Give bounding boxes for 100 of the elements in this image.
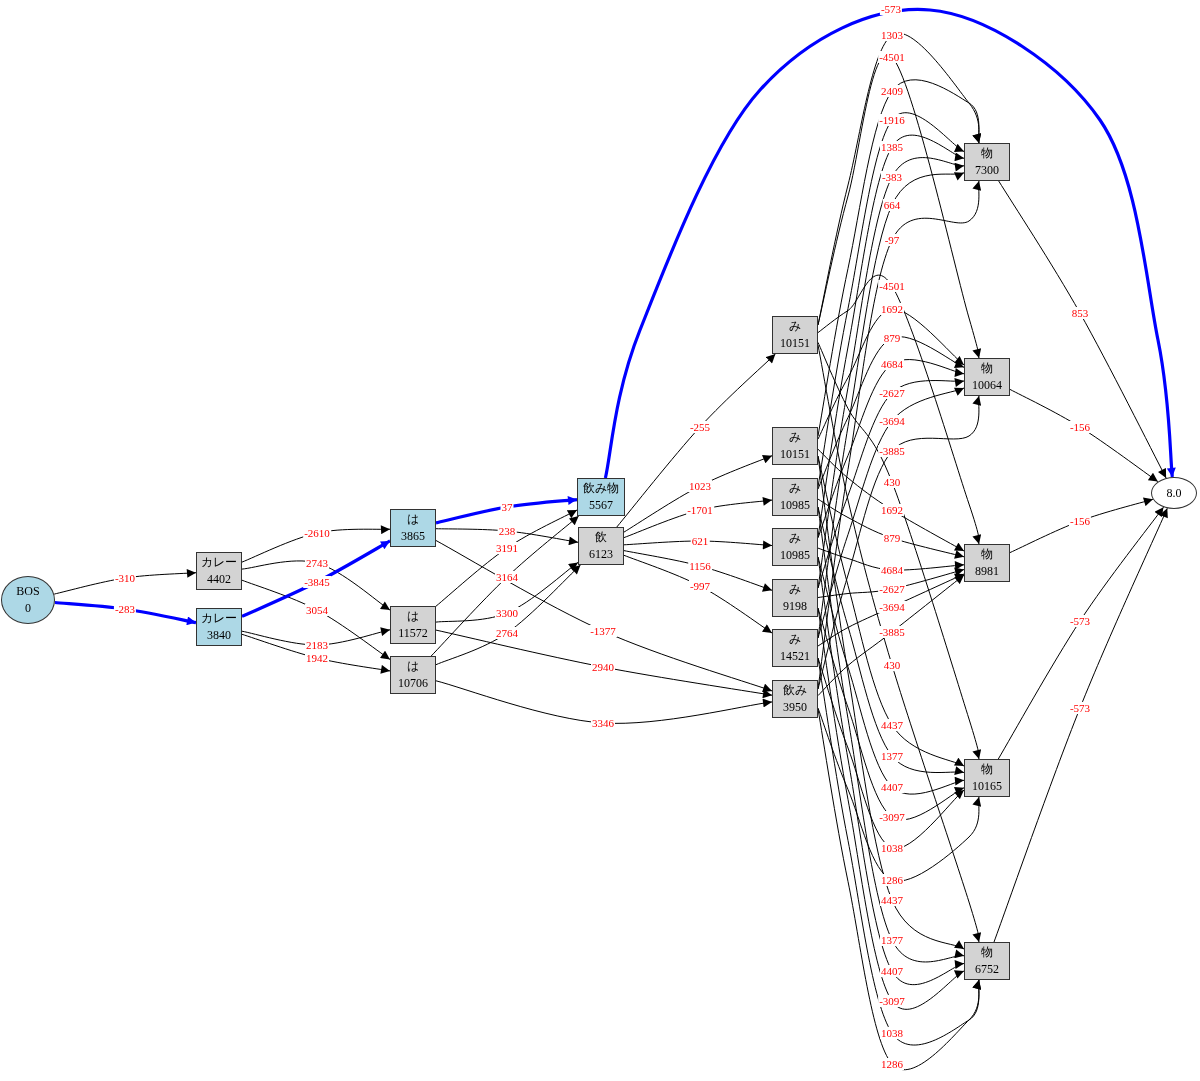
lattice-node: [390, 656, 436, 694]
arrow: [435, 540, 773, 693]
node-cost: 10151: [780, 446, 810, 463]
lattice-node: [578, 527, 624, 565]
edge-label: -1916: [878, 114, 906, 126]
edge-label: -3885: [878, 445, 906, 457]
arrow: [241, 633, 391, 674]
arrow: [241, 627, 391, 646]
arrow: [435, 509, 578, 607]
lattice-node: [964, 942, 1010, 980]
arrow: [616, 353, 776, 528]
node-word: み: [789, 480, 801, 497]
edge-label: -156: [1068, 421, 1092, 433]
node-cost: 10165: [972, 778, 1002, 795]
edge-label: -97: [883, 234, 901, 246]
lattice-node: [964, 143, 1010, 181]
edge-label: 4437: [880, 894, 904, 906]
arrow: [817, 336, 965, 490]
edge-label: 4684: [880, 564, 904, 576]
node-word: 物: [981, 944, 993, 961]
edge-label: 4407: [880, 781, 904, 793]
edge-label: 4684: [880, 358, 904, 370]
arrow: [998, 180, 1167, 479]
lattice-node: [772, 680, 818, 718]
edge-label: 1692: [880, 504, 904, 516]
edge-label: 1156: [688, 560, 712, 572]
arrow: [817, 341, 982, 760]
arrow: [435, 496, 578, 525]
edge-label: 3164: [495, 571, 519, 583]
edge-label: 1377: [880, 934, 904, 946]
node-cost: 6123: [589, 546, 613, 563]
arrow: [430, 515, 580, 657]
arrow: [241, 579, 391, 660]
node-cost: 6752: [975, 961, 999, 978]
node-cost: 10064: [972, 377, 1002, 394]
edge-label: 2183: [305, 639, 329, 651]
edge-label: 1385: [880, 141, 904, 153]
node-word: 物: [981, 145, 993, 162]
node-cost: 10151: [780, 335, 810, 352]
edge-label: 1692: [880, 303, 904, 315]
arrow: [817, 448, 965, 552]
edge-label: 430: [882, 476, 902, 488]
edge-label: -997: [688, 580, 712, 592]
edge-label: 2940: [591, 661, 615, 673]
node-word: は: [407, 658, 419, 675]
arrow: [1009, 388, 1159, 483]
edge-label: 2409: [880, 85, 904, 97]
edge-label: 4437: [880, 719, 904, 731]
edge-label: 1377: [880, 750, 904, 762]
arrow: [435, 680, 773, 724]
edge-label: 1942: [305, 652, 329, 664]
arrow: [817, 707, 983, 882]
edge-label: 1038: [880, 1027, 904, 1039]
arrow: [817, 547, 965, 571]
lattice-node: [390, 509, 436, 547]
node-word: 飲: [595, 529, 607, 546]
node-cost: 11572: [398, 625, 428, 642]
edge-label: -3097: [878, 995, 906, 1007]
edge-label: 3300: [495, 607, 519, 619]
edge-label: 3346: [591, 717, 615, 729]
edge-label: -2610: [303, 527, 331, 539]
node-cost: 8981: [975, 563, 999, 580]
node-cost: 8.0: [1166, 484, 1182, 502]
arrow: [817, 395, 983, 690]
node-word: み: [789, 631, 801, 648]
edge-label: -383: [880, 171, 904, 183]
node-cost: 3865: [401, 528, 425, 545]
edge-label: 2764: [495, 627, 519, 639]
edge-label: -1701: [686, 504, 714, 516]
arrow: [997, 506, 1164, 760]
node-cost: 3950: [783, 699, 807, 716]
node-word: み: [789, 581, 801, 598]
node-cost: 3840: [207, 627, 231, 644]
node-cost: 10985: [780, 497, 810, 514]
arrow: [435, 564, 581, 666]
arrow: [435, 629, 773, 699]
arrow: [817, 574, 965, 697]
edge-label: 4407: [880, 965, 904, 977]
edge-label: 238: [497, 525, 517, 537]
edge-label: -3845: [303, 576, 331, 588]
node-cost: 10985: [780, 547, 810, 564]
node-cost: 0: [25, 600, 31, 617]
lattice-node: [772, 316, 818, 354]
lattice-node: [577, 478, 625, 516]
node-word: み: [789, 318, 801, 335]
arrow: [623, 554, 773, 634]
edge-label: 1286: [880, 874, 904, 886]
node-word: 物: [981, 761, 993, 778]
edge-label: -255: [688, 421, 712, 433]
lattice-node: [964, 759, 1010, 797]
node-word: 物: [981, 360, 993, 377]
edge-label: 1038: [880, 842, 904, 854]
arrow: [817, 377, 965, 589]
arrow: [435, 561, 579, 623]
arrow: [1009, 497, 1154, 554]
edge-label: 853: [1070, 307, 1090, 319]
lattice-node: [964, 544, 1010, 582]
edge-label: -4501: [878, 51, 906, 63]
edge-label: 879: [882, 332, 902, 344]
edge-label: -4501: [878, 280, 906, 292]
